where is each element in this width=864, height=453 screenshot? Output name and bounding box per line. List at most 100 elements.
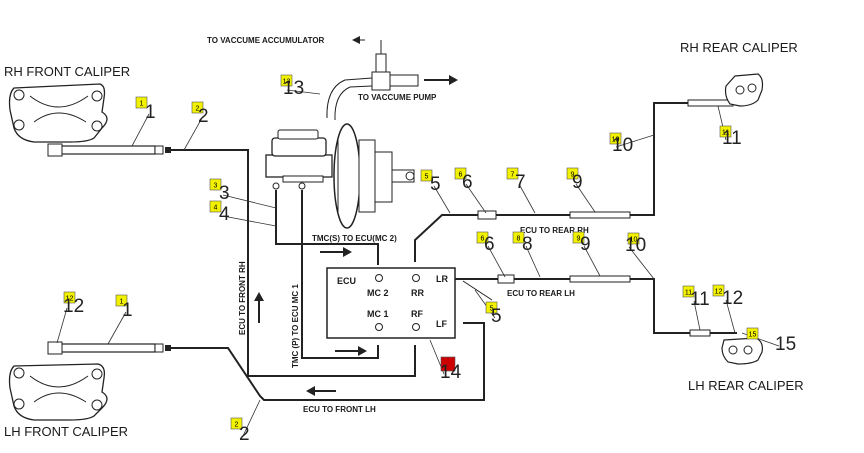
lh-front-hose [47, 341, 171, 355]
callout-number: 11 [722, 128, 742, 149]
callout-number: 15 [775, 334, 796, 355]
callout-tag [566, 167, 579, 180]
callout-leader [183, 117, 203, 151]
callout-leader [222, 194, 277, 209]
rh-front-hose [47, 143, 171, 157]
callout-tag-text: 5 [425, 174, 429, 181]
callout-leader [575, 183, 596, 213]
callout-tag-text: 3 [214, 183, 218, 190]
arrow-to-accumulator [352, 36, 365, 44]
callout-leader [286, 89, 321, 95]
tmc-p-label: TMC (P) TO ECU MC 1 [291, 284, 300, 368]
callout-tag-text: 10 [612, 137, 620, 144]
callout-tag-text: 6 [481, 236, 485, 243]
ecu-unit: ECU MC 2 MC 1 RR RF LR LF [326, 267, 456, 339]
callout-number: 12 [722, 288, 743, 309]
master-cylinder [265, 129, 333, 190]
callout-c9a: 99 [566, 167, 596, 213]
callout-leader [465, 183, 487, 214]
arrow-tmc-s [320, 247, 352, 257]
callout-tag-text: 2 [235, 422, 239, 429]
callout-tag-text: 10 [630, 237, 638, 244]
callout-c1b: 11 [107, 294, 133, 345]
rh-front-caliper-label: RH FRONT CALIPER [4, 64, 130, 79]
callout-leader [628, 246, 655, 280]
callout-tag-text: 5 [490, 306, 494, 313]
callout-tag [209, 200, 222, 213]
callout-tag [440, 356, 456, 372]
ecu-port-rr: RR [411, 288, 424, 298]
callout-tag [280, 74, 293, 87]
ecu-port-lr: LR [436, 274, 448, 284]
arrow-front-lh [306, 386, 336, 396]
callout-leader [131, 113, 150, 147]
lh-rear-caliper [721, 337, 763, 365]
callout-number: 3 [219, 183, 230, 204]
callout-tag [454, 167, 467, 180]
ecu-port-lf: LF [436, 319, 447, 329]
callout-tag-text: 13 [283, 79, 291, 86]
callout-leader [487, 245, 506, 278]
callout-leader [525, 245, 541, 278]
callout-number: 1 [145, 102, 156, 123]
callout-tag-text: 1 [140, 101, 144, 108]
callout-number: 2 [198, 106, 209, 127]
callout-tag-text: 4 [214, 205, 218, 212]
callout-tag [719, 125, 732, 138]
callout-number: 6 [462, 172, 473, 193]
callout-number: 10 [625, 235, 646, 256]
callout-number: 1 [122, 300, 133, 321]
ecu-port-mc2: MC 2 [367, 288, 389, 298]
callout-leader [615, 134, 655, 148]
callout-tag [191, 101, 204, 114]
callout-number: 5 [491, 306, 502, 327]
callout-tag-text: 12 [66, 296, 74, 303]
lh-front-caliper [8, 363, 108, 421]
callout-tag-text: 11 [685, 290, 692, 297]
callout-number: 2 [239, 424, 250, 445]
ecu-rear-lh-label: ECU TO REAR LH [507, 289, 575, 298]
callout-leader [474, 289, 496, 319]
callout-number: 4 [219, 204, 230, 225]
to-vac-pump-label: TO VACCUME PUMP [358, 93, 437, 102]
ecu-title: ECU [337, 276, 356, 286]
callout-number: 12 [63, 296, 84, 317]
callout-leader [56, 307, 68, 344]
callout-tag [135, 96, 148, 109]
callout-tag [476, 231, 489, 244]
lh-rear-caliper-label: LH REAR CALIPER [688, 378, 804, 393]
callout-tag-text: 11 [722, 130, 729, 137]
callout-leader [725, 299, 736, 334]
callout-tag [230, 417, 243, 430]
callout-tag [609, 132, 622, 145]
callout-tag-text: 12 [715, 289, 723, 296]
callout-tag [627, 232, 640, 245]
callout-number: 10 [612, 135, 633, 156]
callout-number: 11 [690, 289, 710, 310]
callout-tag-text: 9 [577, 236, 581, 243]
ecu-front-lh-label: ECU TO FRONT LH [303, 405, 376, 414]
arrow-to-vac-pump [424, 75, 458, 85]
callout-leader [242, 399, 261, 437]
callout-tag [115, 294, 128, 307]
callout-tag-text: 2 [196, 106, 200, 113]
callout-number: 9 [572, 172, 583, 193]
